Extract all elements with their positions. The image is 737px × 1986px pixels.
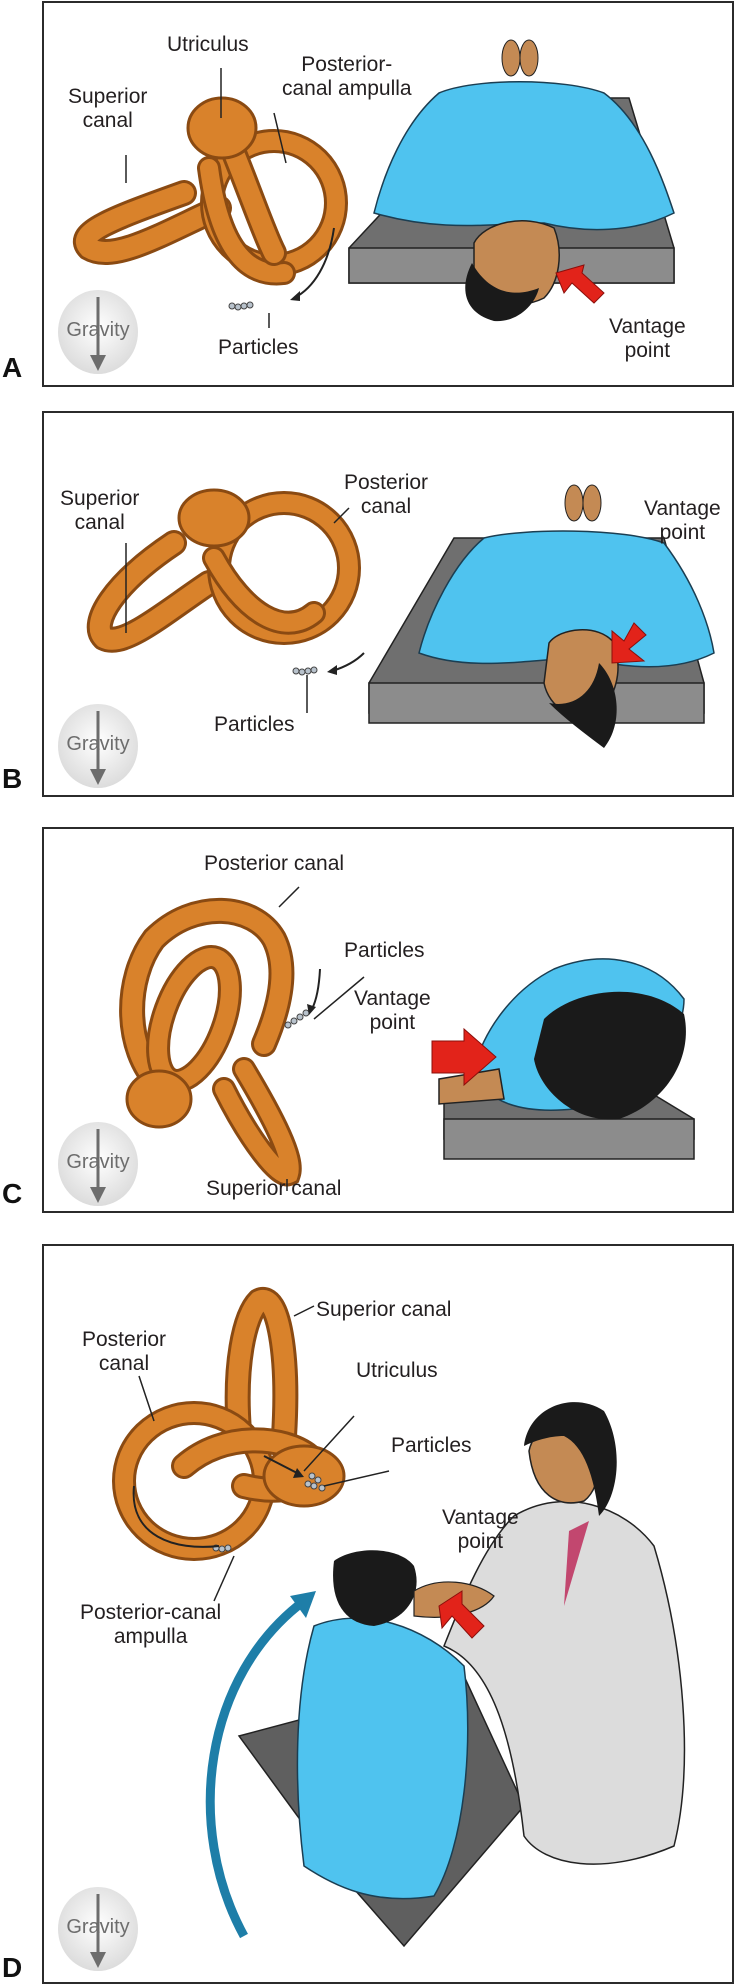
doctor-hair (524, 1402, 617, 1516)
gravity-indicator-d: Gravity (57, 1886, 139, 1972)
label-posterior-canal: Posterior canal (344, 471, 429, 518)
panel-b: Superior canal Posterior canal Particles… (42, 411, 734, 797)
label-utriculus: Utriculus (356, 1359, 438, 1382)
panel-a-illustration (73, 39, 675, 328)
labyrinth-c (119, 897, 302, 1187)
utriculus-a (186, 96, 258, 160)
label-particles: Particles (214, 713, 295, 736)
patient-a (348, 39, 675, 322)
gravity-indicator-c: Gravity (57, 1121, 139, 1207)
gravity-arrow-icon (58, 290, 138, 374)
gravity-indicator-a: Gravity (57, 289, 139, 375)
label-vantage-point: Vantage point (354, 987, 431, 1034)
label-posterior-canal: Posterior canal (82, 1328, 167, 1375)
label-superior-canal: Superior canal (206, 1177, 342, 1200)
label-superior-canal: Superior canal (316, 1298, 452, 1321)
panel-a: Utriculus Superior canal Posterior- cana… (42, 1, 734, 387)
label-particles: Particles (391, 1434, 472, 1457)
gown-d (296, 1617, 469, 1900)
gravity-indicator-b: Gravity (57, 703, 139, 789)
hair-a (465, 263, 539, 322)
panel-d-illustration (112, 1287, 686, 1948)
label-particles: Particles (344, 939, 425, 962)
tie (564, 1521, 589, 1606)
label-particles: Particles (218, 336, 299, 359)
panel-b-illustration (86, 484, 715, 748)
gravity-arrow-icon (58, 1122, 138, 1206)
panel-c-illustration (119, 886, 695, 1191)
utriculus-d (262, 1444, 346, 1508)
label-utriculus: Utriculus (167, 33, 249, 56)
panel-letter-d: D (2, 1952, 23, 1983)
panel-c: Posterior canal Particles Vantage point … (42, 827, 734, 1213)
particle-path-arrow-c (311, 968, 321, 1010)
particles-c (284, 1009, 310, 1029)
gown-a (373, 81, 675, 231)
utriculus-b (177, 488, 251, 548)
patient-c (438, 958, 695, 1160)
hair-d (333, 1550, 417, 1626)
panel-letter-a: A (2, 352, 23, 383)
utriculus-c (125, 1069, 193, 1129)
particle-path-arrow-d (263, 1455, 300, 1475)
lab-coat (443, 1500, 686, 1865)
label-vantage-point: Vantage point (644, 497, 721, 544)
vantage-arrow-d (438, 1590, 485, 1639)
labyrinth-b (86, 491, 361, 653)
gravity-arrow-icon (58, 704, 138, 788)
hair-c (534, 991, 686, 1120)
label-posterior-canal-ampulla: Posterior-canal ampulla (80, 1601, 222, 1648)
label-vantage-point: Vantage point (609, 315, 686, 362)
panel-letter-c: C (2, 1178, 23, 1209)
vantage-arrow-c (431, 1027, 497, 1087)
label-posterior-canal-ampulla: Posterior- canal ampulla (282, 53, 412, 100)
hair-b (549, 663, 617, 748)
label-superior-canal: Superior canal (68, 85, 148, 132)
labyrinth-a (73, 129, 348, 286)
label-superior-canal: Superior canal (60, 487, 140, 534)
gravity-arrow-icon (58, 1887, 138, 1971)
patient-d (296, 1550, 469, 1900)
panel-d: Posterior canal Superior canal Utriculus… (42, 1244, 734, 1984)
particles-a (228, 301, 254, 311)
label-posterior-canal: Posterior canal (204, 852, 345, 875)
rotation-arrow (205, 1597, 307, 1939)
vantage-arrow-b (611, 622, 647, 664)
particles-b (292, 666, 318, 676)
vantage-arrow-a (555, 264, 605, 304)
label-vantage-point: Vantage point (442, 1506, 519, 1553)
panel-letter-b: B (2, 763, 23, 794)
